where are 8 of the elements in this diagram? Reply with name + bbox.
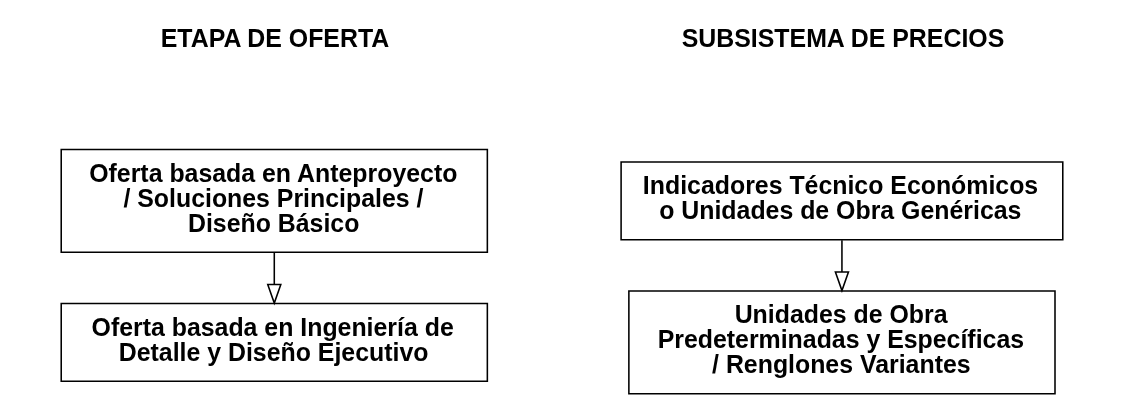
label: SUBSISTEMA DE PRECIOS: [681, 23, 1004, 52]
node-box: Unidades de Obra Predeterminadas y Específicas / Renglones Variantes: [627, 290, 1056, 395]
arrow: [833, 239, 850, 293]
node-box: Oferta basada en Ingeniería de Detalle y Diseño Ejecutivo: [59, 302, 488, 383]
node-box: Oferta basada en Anteproyecto / Soluciones Principales / Diseño Básico: [59, 148, 488, 253]
node-box: Indicadores Técnico Económicos o Unidades de Obra Genéricas: [619, 161, 1064, 241]
arrow: [266, 251, 282, 306]
label: ETAPA DE OFERTA: [160, 23, 389, 52]
